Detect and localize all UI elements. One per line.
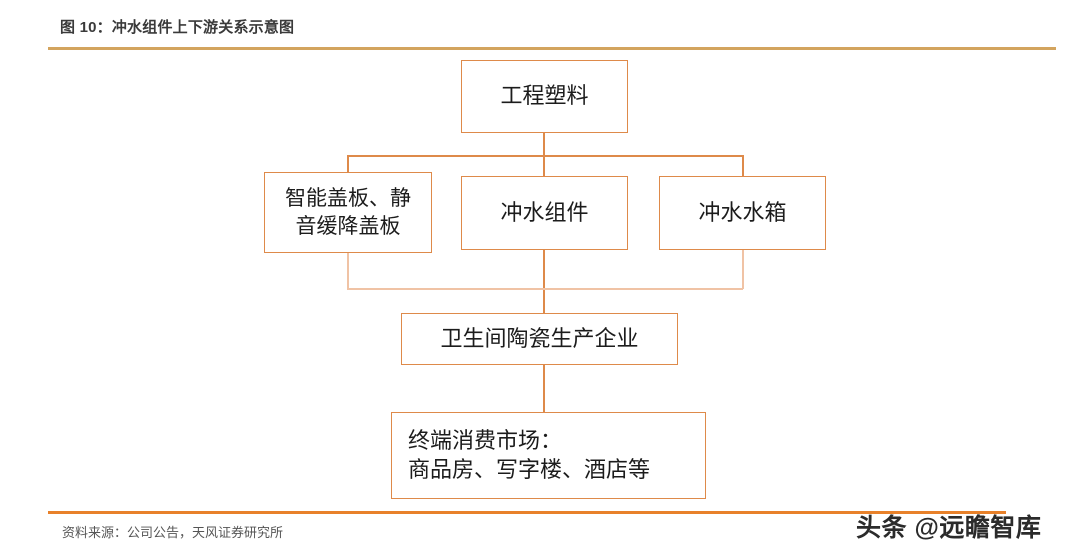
footer-divider <box>48 511 1006 514</box>
node-flush-tank[interactable]: 冲水水箱 <box>659 176 826 250</box>
connector-smartlid-down <box>347 253 349 289</box>
page-title: 图 10：冲水组件上下游关系示意图 <box>60 19 295 36</box>
connector-bus-to-tank <box>742 155 744 177</box>
connector-tier3-bus <box>347 288 743 290</box>
node-end-consumer-market[interactable]: 终端消费市场： 商品房、写字楼、酒店等 <box>391 412 706 499</box>
title-divider <box>48 47 1056 50</box>
watermark: 头条 @远瞻智库 <box>856 514 1042 542</box>
source-note: 资料来源：公司公告，天风证券研究所 <box>62 525 284 540</box>
connector-ceramic-to-market <box>543 365 545 412</box>
connector-tier2-bus <box>347 155 743 157</box>
node-ceramic-manufacturer[interactable]: 卫生间陶瓷生产企业 <box>401 313 678 365</box>
connector-bus-to-smartlid <box>347 155 349 173</box>
connector-flush-down <box>543 250 545 313</box>
connector-bus-to-flush <box>543 155 545 177</box>
connector-tank-down <box>742 250 744 289</box>
node-smart-lid[interactable]: 智能盖板、静 音缓降盖板 <box>264 172 432 253</box>
node-flush-assembly[interactable]: 冲水组件 <box>461 176 628 250</box>
node-engineering-plastic[interactable]: 工程塑料 <box>461 60 628 133</box>
connector-plastic-down <box>543 133 545 156</box>
